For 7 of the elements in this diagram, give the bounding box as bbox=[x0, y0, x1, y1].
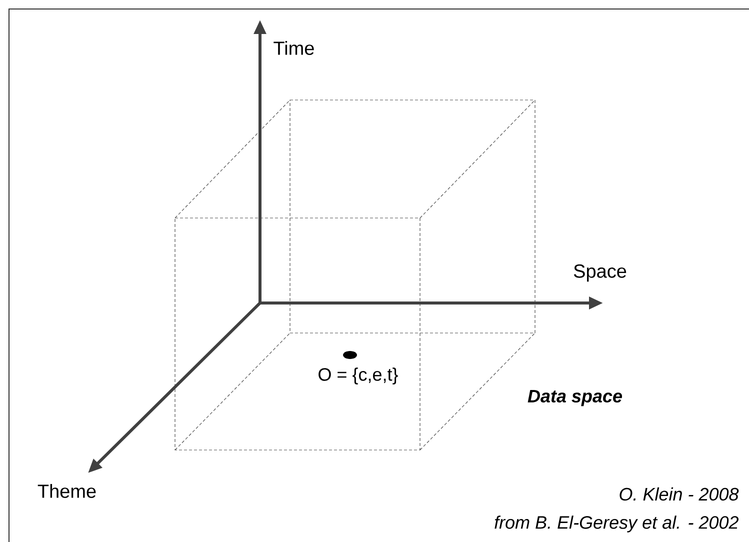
credit-text: O. Klein - 2008 bbox=[620, 487, 739, 501]
credit-text: from B. El-Geresy et al. - 2002 bbox=[494, 516, 739, 532]
point-label: O = {c,e,t} bbox=[318, 368, 398, 384]
axis-label: Space bbox=[574, 264, 626, 282]
axis-label: Theme bbox=[38, 484, 96, 498]
axis-label: Time bbox=[274, 41, 314, 55]
region-label: Data space bbox=[528, 390, 622, 406]
